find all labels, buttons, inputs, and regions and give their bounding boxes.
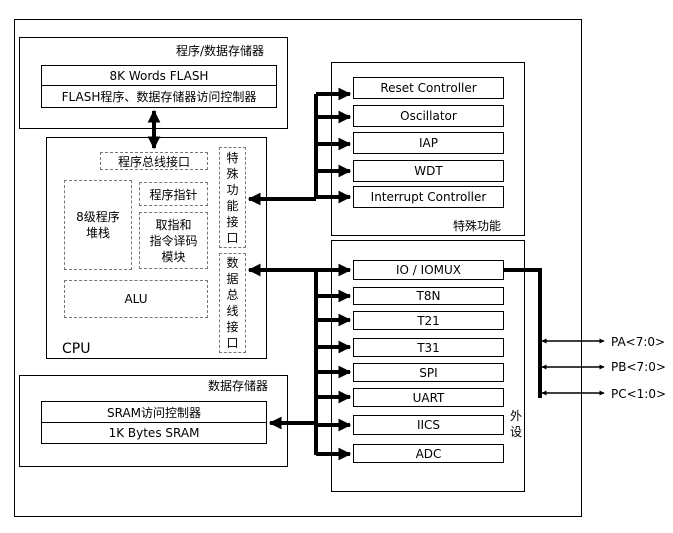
sram-controller-label: SRAM访问控制器 xyxy=(106,405,202,420)
flash-controller-label: FLASH程序、数据存储器访问控制器 xyxy=(61,90,257,104)
data-memory-title: 数据存储器 xyxy=(208,379,269,393)
program-bus-interface-label: 程序总线接口 xyxy=(117,154,190,169)
reset-controller-box: Reset Controller xyxy=(353,77,504,99)
port-pc-label: PC<1:0> xyxy=(611,387,667,401)
stack-box: 8级程序 堆栈 xyxy=(64,180,132,270)
reset-controller-label: Reset Controller xyxy=(380,81,477,95)
spi-box: SPI xyxy=(353,363,504,382)
oscillator-box: Oscillator xyxy=(353,105,504,127)
sram-label: 1K Bytes SRAM xyxy=(108,426,200,440)
decoder-box: 取指和 指令译码 模块 xyxy=(139,212,208,269)
sram-controller-box: SRAM访问控制器 xyxy=(41,401,267,423)
alu-label: ALU xyxy=(124,292,148,306)
cpu-label: CPU xyxy=(62,341,91,357)
flash-box: 8K Words FLASH xyxy=(41,65,277,86)
t31-box: T31 xyxy=(353,338,504,357)
flash-controller-box: FLASH程序、数据存储器访问控制器 xyxy=(41,85,277,108)
uart-box: UART xyxy=(353,388,504,407)
peripherals-title: 外 设 xyxy=(509,409,522,439)
iics-box: IICS xyxy=(353,415,504,435)
data-bus-interface xyxy=(219,253,246,353)
iics-label: IICS xyxy=(416,418,441,432)
adc-label: ADC xyxy=(415,446,442,461)
port-pb-label: PB<7:0> xyxy=(611,360,666,374)
wdt-label: WDT xyxy=(414,164,443,178)
iap-box: IAP xyxy=(353,132,504,154)
port-pa-label: PA<7:0> xyxy=(611,335,666,349)
cpu-block xyxy=(46,137,267,359)
sram-box: 1K Bytes SRAM xyxy=(41,422,267,444)
special-functions-title: 特殊功能 xyxy=(453,219,502,233)
iap-label: IAP xyxy=(419,136,438,150)
io-iomux-label: IO / IOMUX xyxy=(396,263,461,277)
program-counter-box: 程序指针 xyxy=(139,182,208,206)
io-iomux-box: IO / IOMUX xyxy=(353,260,504,280)
wdt-box: WDT xyxy=(353,160,504,182)
oscillator-label: Oscillator xyxy=(400,109,457,123)
interrupt-controller-label: Interrupt Controller xyxy=(370,190,487,204)
interrupt-controller-box: Interrupt Controller xyxy=(353,186,504,208)
t8n-label: T8N xyxy=(416,289,441,303)
special-function-interface xyxy=(219,147,246,248)
decoder-label: 取指和 指令译码 模块 xyxy=(149,217,198,264)
uart-label: UART xyxy=(412,390,445,405)
t31-label: T31 xyxy=(417,340,440,355)
data-bus-interface-label: 数 据 总 线 接 口 xyxy=(226,256,239,350)
spi-label: SPI xyxy=(419,365,438,380)
adc-box: ADC xyxy=(353,444,504,463)
program-counter-label: 程序指针 xyxy=(149,187,198,202)
special-function-interface-label: 特 殊 功 能 接 口 xyxy=(226,151,239,245)
stack-label: 8级程序 堆栈 xyxy=(76,210,120,240)
t21-box: T21 xyxy=(353,311,504,330)
flash-label: 8K Words FLASH xyxy=(109,68,209,83)
program-bus-interface: 程序总线接口 xyxy=(100,152,208,170)
t8n-box: T8N xyxy=(353,287,504,305)
alu-box: ALU xyxy=(64,280,208,318)
t21-label: T21 xyxy=(417,313,440,328)
program-memory-title: 程序/数据存储器 xyxy=(176,44,265,58)
